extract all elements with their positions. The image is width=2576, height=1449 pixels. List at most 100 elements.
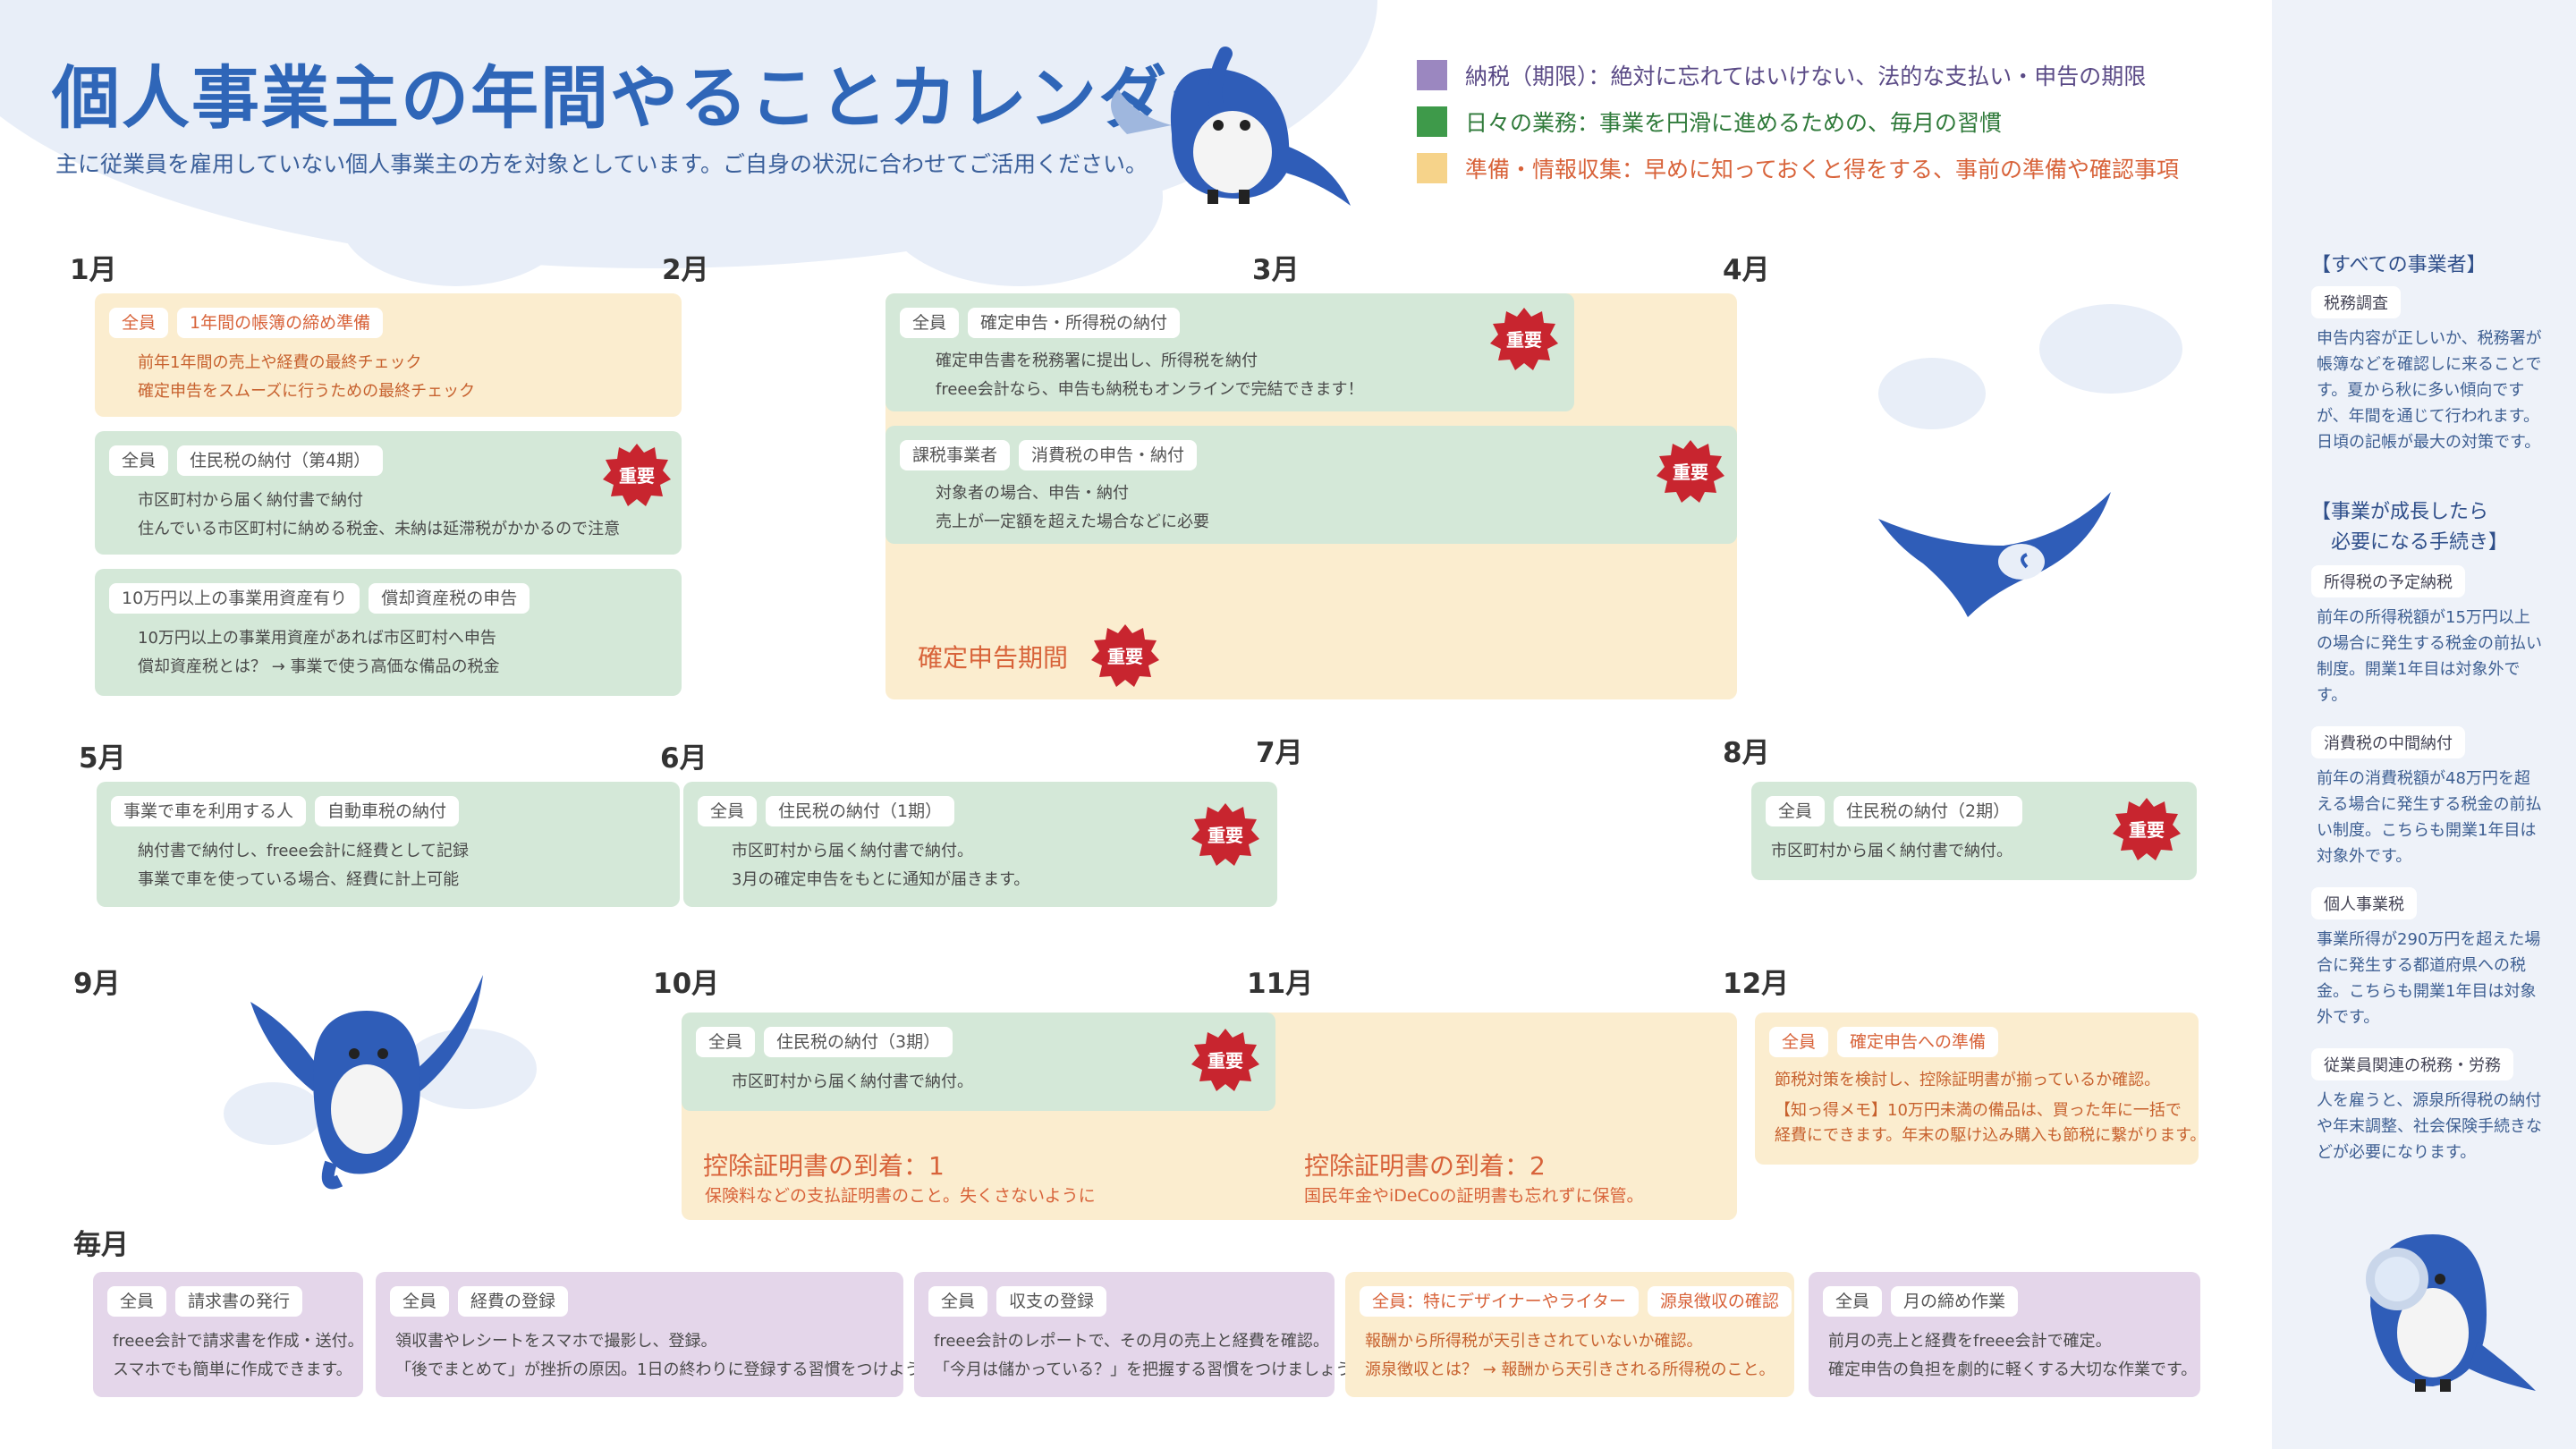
target-tag: 全員	[696, 1027, 756, 1057]
card-line: 確定申告をスムーズに行うための最終チェック	[138, 382, 476, 401]
certificate-2-text: 国民年金やiDeCoの証明書も忘れずに保管。	[1304, 1186, 1644, 1206]
monthly-withholding-card: 全員：特にデザイナーやライター源泉徴収の確認 報酬から所得税が天引きされていない…	[1345, 1272, 1794, 1397]
card-line: 【知っ得メモ】10万円未満の備品は、買った年に一括で	[1775, 1101, 2182, 1120]
oct-resident-tax-card: 全員住民税の納付（3期） 市区町村から届く納付書で納付。 重要	[682, 1013, 1275, 1111]
monthly-balance-card: 全員収支の登録 freee会計のレポートで、その月の売上と経費を確認。 「今月は…	[914, 1272, 1367, 1397]
jan-resident-tax-card: 全員住民税の納付（第4期） 市区町村から届く納付書で納付 住んでいる市区町村に納…	[95, 431, 682, 555]
cheering-mascot-icon	[242, 975, 492, 1190]
badge-label: 重要	[2129, 819, 2165, 841]
monthly-invoice-card: 全員請求書の発行 freee会計で請求書を作成・送付。 スマホでも簡単に作成でき…	[93, 1272, 364, 1397]
card-line: 確定申告の負担を劇的に軽くする大切な作業です。	[1828, 1360, 2198, 1379]
task-tag: 1年間の帳簿の締め準備	[177, 308, 384, 338]
important-badge: 重要	[1191, 801, 1259, 869]
card-body: 前月の売上と経費をfreee会計で確定。 確定申告の負担を劇的に軽くする大切な作…	[1828, 1327, 2197, 1385]
target-tag: 全員	[1766, 796, 1826, 826]
certificate-1-title: 控除証明書の到着：1	[703, 1151, 945, 1181]
page-title: 個人事業主の年間やることカレンダー	[52, 58, 1238, 138]
card-line: 「今月は儲かっている？」を把握する習慣をつけましょう。	[934, 1360, 1368, 1379]
card-line: freee会計のレポートで、その月の売上と経費を確認。	[934, 1332, 1329, 1351]
badge-label: 重要	[1506, 329, 1542, 351]
card-body: 対象者の場合、申告・納付 売上が一定額を超えた場合などに必要	[936, 479, 1209, 537]
card-line: 領収書やレシートをスマホで撮影し、登録。	[395, 1332, 717, 1351]
sidebar-text: 申告内容が正しいか、税務署が帳簿などを確認しに来ることです。夏から秋に多い傾向で…	[2317, 329, 2542, 452]
card-line: 節税対策を検討し、控除証明書が揃っているか確認。	[1775, 1071, 2161, 1089]
task-tag: 確定申告・所得税の納付	[968, 308, 1181, 338]
sidebar-text: 前年の消費税額が48万円を超える場合に発生する税金の前払い制度。こちらも開業1年…	[2317, 769, 2542, 866]
legend-item-tax: 納税（期限）：絶対に忘れてはいけない、法的な支払い・申告の期限	[1417, 52, 2222, 98]
sidebar-tag: 従業員関連の税務・労務	[2311, 1048, 2513, 1080]
sidebar-heading-growth: 【事業が成長したら 必要になる手続き】	[2311, 497, 2508, 558]
task-tag: 請求書の発行	[175, 1286, 303, 1317]
may-car-tax-card: 事業で車を利用する人自動車税の納付 納付書で納付し、freee会計に経費として記…	[97, 782, 680, 907]
card-body: 納付書で納付し、freee会計に経費として記録 事業で車を使っている場合、経費に…	[138, 837, 469, 894]
legend: 納税（期限）：絶対に忘れてはいけない、法的な支払い・申告の期限 日々の業務：事業…	[1417, 52, 2222, 191]
card-line: 前月の売上と経費をfreee会計で確定。	[1828, 1332, 2112, 1351]
sidebar-tag: 個人事業税	[2311, 887, 2417, 919]
certificate-1-text: 保険料などの支払証明書のこと。失くさないように	[705, 1186, 1096, 1206]
legend-item-prep: 準備・情報収集：早めに知っておくと得をする、事前の準備や確認事項	[1417, 145, 2222, 191]
magnifier-mascot-icon	[2334, 1216, 2540, 1395]
card-line: 確定申告書を税務署に提出し、所得税を納付	[936, 352, 1258, 370]
card-line: 償却資産税とは？ → 事業で使う高価な備品の税金	[138, 657, 500, 676]
important-badge: 重要	[603, 442, 671, 510]
decor-cloud	[1878, 358, 1986, 429]
card-line: 「後でまとめて」が挫折の原因。1日の終わりに登録する習慣をつけよう	[395, 1360, 921, 1379]
card-line: 売上が一定額を超えた場合などに必要	[936, 513, 1209, 531]
heading-line: 必要になる手続き】	[2311, 531, 2509, 554]
sidebar-tag: 税務調査	[2311, 286, 2401, 318]
sidebar-text: 前年の所得税額が15万円以上の場合に発生する税金の前払い制度。開業1年目は対象外…	[2317, 608, 2542, 705]
sidebar-tag: 消費税の中間納付	[2311, 726, 2465, 758]
card-line: 事業で車を使っている場合、経費に計上可能	[138, 870, 460, 889]
card-line: スマホでも簡単に作成できます。	[113, 1360, 352, 1379]
penguin-mascot-icon	[1091, 36, 1360, 206]
card-line: 10万円以上の事業用資産があれば市区町村へ申告	[138, 629, 496, 648]
target-tag: 課税事業者	[900, 440, 1011, 470]
card-line: freee会計なら、申告も納税もオンラインで完結できます！	[936, 380, 1364, 399]
sidebar-panel	[2272, 0, 2576, 1449]
month-label-7: 7月	[1256, 737, 1303, 769]
monthly-expense-card: 全員経費の登録 領収書やレシートをスマホで撮影し、登録。 「後でまとめて」が挫折…	[376, 1272, 920, 1397]
badge-label: 重要	[1107, 646, 1143, 667]
target-tag: 全員：特にデザイナーやライター	[1360, 1286, 1639, 1317]
card-body: 10万円以上の事業用資産があれば市区町村へ申告 償却資産税とは？ → 事業で使う…	[138, 624, 500, 682]
month-label-monthly: 毎月	[73, 1229, 129, 1261]
card-body: 市区町村から届く納付書で納付。 3月の確定申告をもとに通知が届きます。	[732, 837, 1030, 894]
sidebar-text: 人を雇うと、源泉所得税の納付や年末調整、社会保険手続きなどが必要になります。	[2317, 1091, 2542, 1162]
card-line: 住んでいる市区町村に納める税金、未納は延滞税がかかるので注意	[138, 520, 621, 538]
page-subtitle: 主に従業員を雇用していない個人事業主の方を対象としています。ご自身の状況に合わせ…	[55, 151, 1148, 177]
card-body: 市区町村から届く納付書で納付。	[1771, 837, 2012, 866]
card-line: 納付書で納付し、freee会計に経費として記録	[138, 842, 470, 860]
decor-cloud	[224, 1082, 322, 1145]
jan-depreciable-asset-card: 10万円以上の事業用資産有り償却資産税の申告 10万円以上の事業用資産があれば市…	[95, 569, 682, 696]
mar-consumption-tax-card: 課税事業者消費税の申告・納付 対象者の場合、申告・納付 売上が一定額を超えた場合…	[886, 426, 1737, 544]
target-tag: 全員	[900, 308, 960, 338]
badge-label: 重要	[619, 465, 655, 487]
month-label-3: 3月	[1252, 254, 1300, 286]
task-tag: 償却資産税の申告	[369, 583, 530, 614]
tax-filing-period-label: 確定申告期間	[918, 643, 1069, 673]
card-body: 報酬から所得税が天引きされていないか確認。 源泉徴収とは？ → 報酬から天引きさ…	[1365, 1327, 1775, 1385]
card-line: 市区町村から届く納付書で納付。	[732, 842, 973, 860]
task-tag: 住民税の納付（1期）	[766, 796, 955, 826]
card-body: freee会計で請求書を作成・送付。 スマホでも簡単に作成できます。	[113, 1327, 364, 1385]
important-badge: 重要	[1657, 438, 1724, 506]
month-label-12: 12月	[1723, 968, 1790, 1000]
mar-income-tax-card: 全員確定申告・所得税の納付 確定申告書を税務署に提出し、所得税を納付 freee…	[886, 293, 1574, 411]
certificate-2-title: 控除証明書の到着：2	[1304, 1151, 1546, 1181]
badge-label: 重要	[1673, 462, 1708, 483]
jun-resident-tax-card: 全員住民税の納付（1期） 市区町村から届く納付書で納付。 3月の確定申告をもとに…	[683, 782, 1277, 907]
target-tag: 全員	[109, 445, 169, 476]
month-label-10: 10月	[653, 968, 720, 1000]
header-cloud	[340, 152, 572, 286]
card-body: 節税対策を検討し、控除証明書が揃っているか確認。 【知っ得メモ】10万円未満の備…	[1775, 1068, 2206, 1148]
task-tag: 源泉徴収の確認	[1647, 1286, 1792, 1317]
task-tag: 収支の登録	[996, 1286, 1107, 1317]
monthly-closing-card: 全員月の締め作業 前月の売上と経費をfreee会計で確定。 確定申告の負担を劇的…	[1809, 1272, 2200, 1397]
decor-cloud	[2039, 304, 2182, 394]
card-body: 確定申告書を税務署に提出し、所得税を納付 freee会計なら、申告も納税もオンラ…	[936, 347, 1364, 404]
task-tag: 住民税の納付（第4期）	[177, 445, 384, 476]
target-tag: 全員	[109, 308, 169, 338]
card-line: freee会計で請求書を作成・送付。	[113, 1332, 364, 1351]
important-badge: 重要	[2113, 796, 2181, 864]
heading-line: 【事業が成長したら	[2311, 501, 2489, 523]
